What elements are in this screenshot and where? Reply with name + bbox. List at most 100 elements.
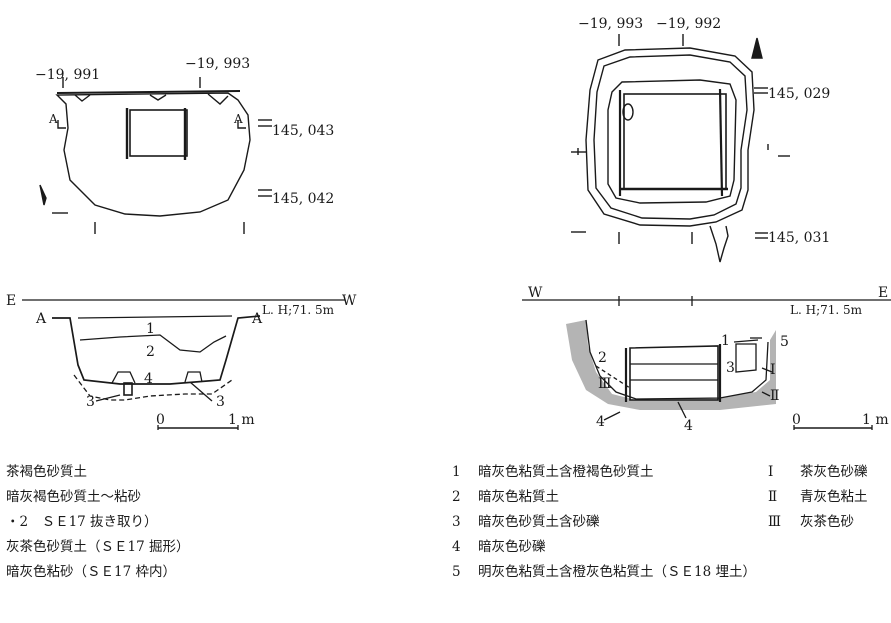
legend-number: Ⅰ [768,464,774,480]
legend-item: Ⅱ 青灰色粘土 [768,485,868,510]
legend-left: 茶褐色砂質土 暗灰褐色砂質土～粘砂 ・2 ＳＥ17 抜き取り） 灰茶色砂質土（Ｓ… [6,460,189,585]
coord-label: 145, 031 [768,230,830,246]
cut-profile [52,315,261,385]
scale-zero-label: 0 [792,412,801,428]
legend-text: 暗灰色粘質土 [478,489,559,505]
legend-item: 灰茶色砂質土（ＳＥ17 掘形） [6,539,190,555]
north-arrow-icon [751,37,763,59]
scale-end-label: 1 m [862,412,889,428]
legend-item: 3 暗灰色砂質土含砂礫 [452,510,756,535]
point-label: A [233,112,243,126]
post [184,371,203,383]
direction-label: W [342,293,357,309]
legend-text: 茶灰色砂礫 [800,464,868,480]
level-label: L. H;71. 5m [262,303,335,317]
left-section [22,299,345,430]
extension [709,225,729,263]
leader-line [603,411,621,421]
legend-item: 暗灰褐色砂質土～粘砂 [6,489,141,505]
legend-item: Ⅲ 灰茶色砂 [768,510,868,535]
leader-line [95,394,121,402]
coord-label: 145, 043 [272,123,334,139]
coord-label: −19, 992 [656,16,721,32]
post-stub [123,382,133,396]
layer-label: Ⅰ [770,362,776,378]
legend-item: 2 暗灰色粘質土 [452,485,756,510]
edge-detail [74,94,91,102]
legend-number: 2 [452,489,461,505]
legend-item: ・2 ＳＥ17 抜き取り） [6,514,158,530]
pit-outline [585,47,755,227]
point-label: A [251,311,263,327]
legend-number: 4 [452,539,461,555]
shaded-layer [566,320,776,410]
layer-label: 2 [598,350,607,366]
well-frame [129,109,188,157]
frame-post [718,88,724,197]
layer-label: 3 [216,394,225,410]
left-plan [39,77,272,234]
direction-label: E [6,293,16,309]
coord-label: −19, 993 [578,16,643,32]
direction-label: E [878,285,888,301]
coord-label: −19, 993 [185,56,250,72]
well-box [629,345,719,401]
legend-text: 明灰色粘質土含橙灰色粘質土（ＳＥ18 埋土） [478,564,756,580]
leader-line [189,381,213,402]
legend-text: 灰茶色砂 [800,514,854,530]
leader-line [761,367,773,373]
coord-label: −19, 991 [35,67,100,83]
right-plan [571,34,790,263]
leader-line [677,401,687,419]
pit-outline [55,92,251,217]
edge-detail [149,94,167,101]
layer-label: 1 [721,333,730,349]
legend-item: 茶褐色砂質土 [6,464,87,480]
cut-profile [585,319,769,400]
legend-text: 青灰色粘土 [800,489,868,505]
legend-text: 暗灰色砂礫 [478,539,546,555]
layer-label: Ⅱ [770,388,780,404]
well-frame [623,93,727,190]
pit-outline-inner [593,54,748,220]
legend-item: 暗灰色粘砂（ＳＥ17 枠内） [6,564,176,580]
legend-item: 4 暗灰色砂礫 [452,535,756,560]
scale-zero-label: 0 [156,412,165,428]
legend-roman: Ⅰ 茶灰色砂礫 Ⅱ 青灰色粘土 Ⅲ 灰茶色砂 [768,460,868,535]
coord-label: 145, 029 [768,86,830,102]
coord-label: 145, 042 [272,191,334,207]
right-section [522,296,891,430]
post [111,371,136,384]
section-marker [57,120,66,129]
layer-label: 4 [596,414,605,430]
scale-end-label: 1 m [228,412,255,428]
stone [622,103,634,121]
layer-boundary [79,334,227,353]
legend-text: 暗灰色粘質土含橙褐色砂質土 [478,464,654,480]
frame-outline [607,79,737,204]
layer-label: 3 [86,394,95,410]
legend-item: 5 明灰色粘質土含橙灰色粘質土（ＳＥ18 埋土） [452,560,756,585]
section-marker [237,120,246,129]
layer-label: 1 [146,321,155,337]
legend-number: Ⅱ [768,489,778,505]
legend-number: Ⅲ [768,514,782,530]
level-label: L. H;71. 5m [790,303,863,317]
layer-boundary [73,374,233,401]
layer-boundary [77,315,233,319]
direction-label: W [528,285,543,301]
layer-label: 4 [684,418,693,434]
legend-number: 5 [452,564,461,580]
leader-line [761,391,771,397]
legend-number: 3 [452,514,461,530]
point-label: A [35,311,47,327]
layer-label: 5 [780,334,789,350]
point-label: A [48,112,58,126]
legend-text: 暗灰色砂質土含砂礫 [478,514,600,530]
edge-detail [207,93,229,105]
layer-label: Ⅲ [598,376,612,392]
layer-label: 2 [146,344,155,360]
